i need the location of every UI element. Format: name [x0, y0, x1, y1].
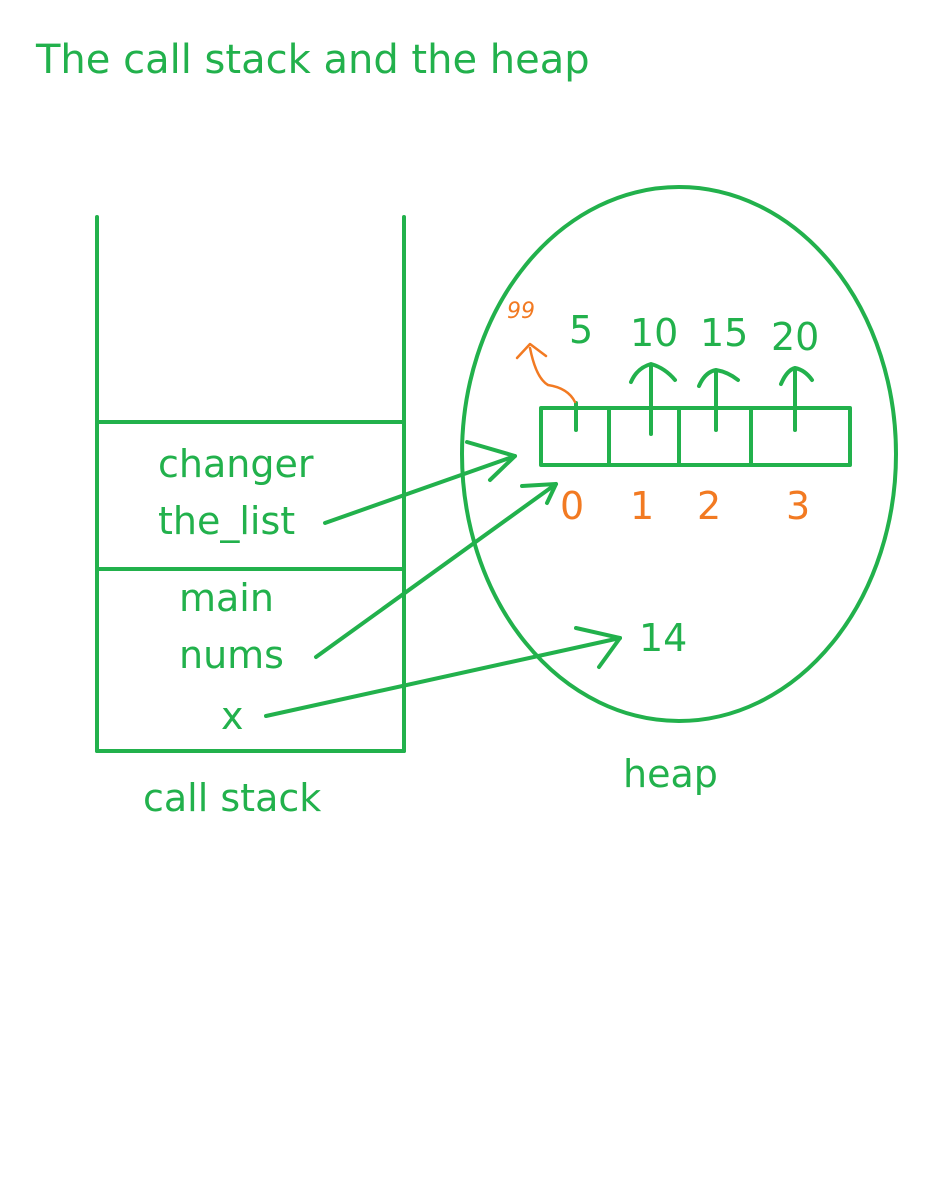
list-value-1: 10 [630, 311, 678, 355]
frame-name-main: main [179, 576, 274, 620]
stack-frame-changer: changer the_list [158, 442, 314, 543]
x-arrowhead [574, 626, 622, 669]
list-value-3: 20 [771, 315, 819, 359]
list-new-value: 99 [507, 299, 535, 324]
stack-frame-main: main nums x [179, 576, 284, 738]
frame-name-changer: changer [158, 442, 314, 486]
list-value-2: 15 [700, 311, 748, 355]
reassignment-arrowhead [515, 342, 548, 360]
call-stack-caption: call stack [143, 776, 321, 820]
heap-caption: heap [623, 752, 718, 796]
heap-boundary [460, 185, 898, 723]
heap-list: 5 10 15 20 0 1 2 3 99 [507, 299, 852, 528]
variable-the-list: the_list [158, 499, 295, 543]
list-index-2: 2 [697, 484, 721, 528]
list-index-1: 1 [630, 484, 654, 528]
heap: heap 5 10 15 20 0 1 2 3 99 [460, 185, 898, 796]
heap-int-object: 14 [639, 616, 687, 660]
variable-nums: nums [179, 633, 284, 677]
cell-2-arrowhead [697, 368, 740, 388]
nums-reference-arrow [314, 482, 558, 659]
list-box [539, 406, 852, 467]
the-list-arrowhead [465, 440, 517, 482]
list-value-0: 5 [569, 308, 593, 352]
call-stack: changer the_list main nums x call stack [95, 215, 406, 820]
reference-arrows [264, 440, 622, 718]
cell-1-arrowhead [629, 362, 677, 384]
list-index-3: 3 [786, 484, 810, 528]
cell-3-arrowhead [779, 366, 814, 386]
list-index-0: 0 [560, 484, 584, 528]
reassignment-arrow [528, 346, 577, 404]
the-list-reference-arrow [323, 454, 517, 525]
variable-x: x [221, 694, 244, 738]
page-title: The call stack and the heap [35, 37, 590, 83]
nums-arrowhead [520, 482, 558, 505]
x-reference-arrow [264, 636, 622, 718]
